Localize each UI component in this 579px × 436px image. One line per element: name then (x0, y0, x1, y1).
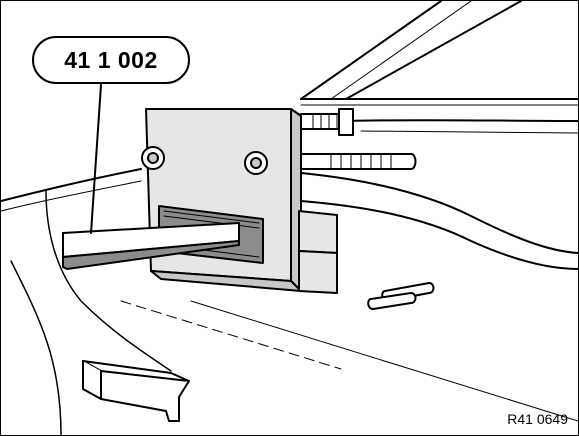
part-number-label: 41 1 002 (64, 46, 158, 73)
spacer-blocks (298, 210, 338, 294)
loose-pins (367, 282, 435, 310)
bolt-heads (141, 146, 268, 175)
flat-bar (62, 222, 240, 270)
callout-leader (90, 84, 102, 234)
upper-beams (300, 1, 578, 106)
threaded-studs (300, 108, 417, 170)
tool-plate (145, 108, 302, 292)
body-panel (300, 119, 578, 270)
floor-bracket (82, 360, 190, 422)
left-body-line (1, 168, 578, 435)
figure-reference: R41 0649 (507, 411, 568, 427)
part-number-callout: 41 1 002 (32, 36, 190, 84)
